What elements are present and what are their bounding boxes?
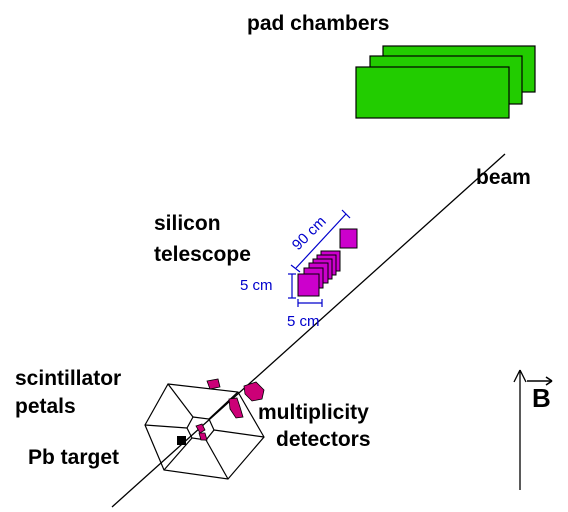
multiplicity-detector	[206, 378, 221, 390]
multiplicity-label-line2: detectors	[276, 428, 371, 451]
silicon-telescope-label-line2: telescope	[154, 243, 251, 266]
up-arrow-icon	[513, 369, 527, 490]
scintillator-label-line2: petals	[15, 395, 76, 418]
scintillator-outer-hexagon	[144, 383, 265, 480]
silicon-telescope	[297, 228, 358, 297]
dimension-lines	[288, 209, 351, 307]
height-dimension-label: 5 cm	[240, 277, 273, 294]
length-dimension-label: 90 cm	[289, 213, 330, 254]
multiplicity-detectors	[195, 378, 265, 441]
beam-line	[111, 153, 506, 508]
silicon-telescope-label-line1: silicon	[154, 212, 221, 235]
length-dimension-line	[295, 213, 347, 269]
multiplicity-label-line1: multiplicity	[258, 401, 369, 424]
beam-label: beam	[476, 166, 531, 189]
multiplicity-detector	[228, 397, 244, 419]
silicon-plane	[297, 273, 320, 297]
multiplicity-detector	[243, 381, 265, 402]
target-label: Pb target	[28, 446, 120, 469]
scintillator-label-line1: scintillator	[15, 367, 122, 390]
width-dimension-label: 5 cm	[287, 313, 320, 330]
multiplicity-detector	[195, 423, 206, 434]
scintillator-petals	[144, 383, 265, 480]
vector-arrow-icon	[527, 376, 553, 386]
field-label: B	[532, 383, 551, 413]
pad-chambers-label: pad chambers	[247, 12, 390, 35]
multiplicity-detector	[198, 432, 208, 441]
silicon-plane	[339, 228, 358, 249]
pad-chambers	[355, 45, 536, 119]
pb-target	[177, 436, 186, 445]
pad-chamber-front	[355, 66, 510, 119]
